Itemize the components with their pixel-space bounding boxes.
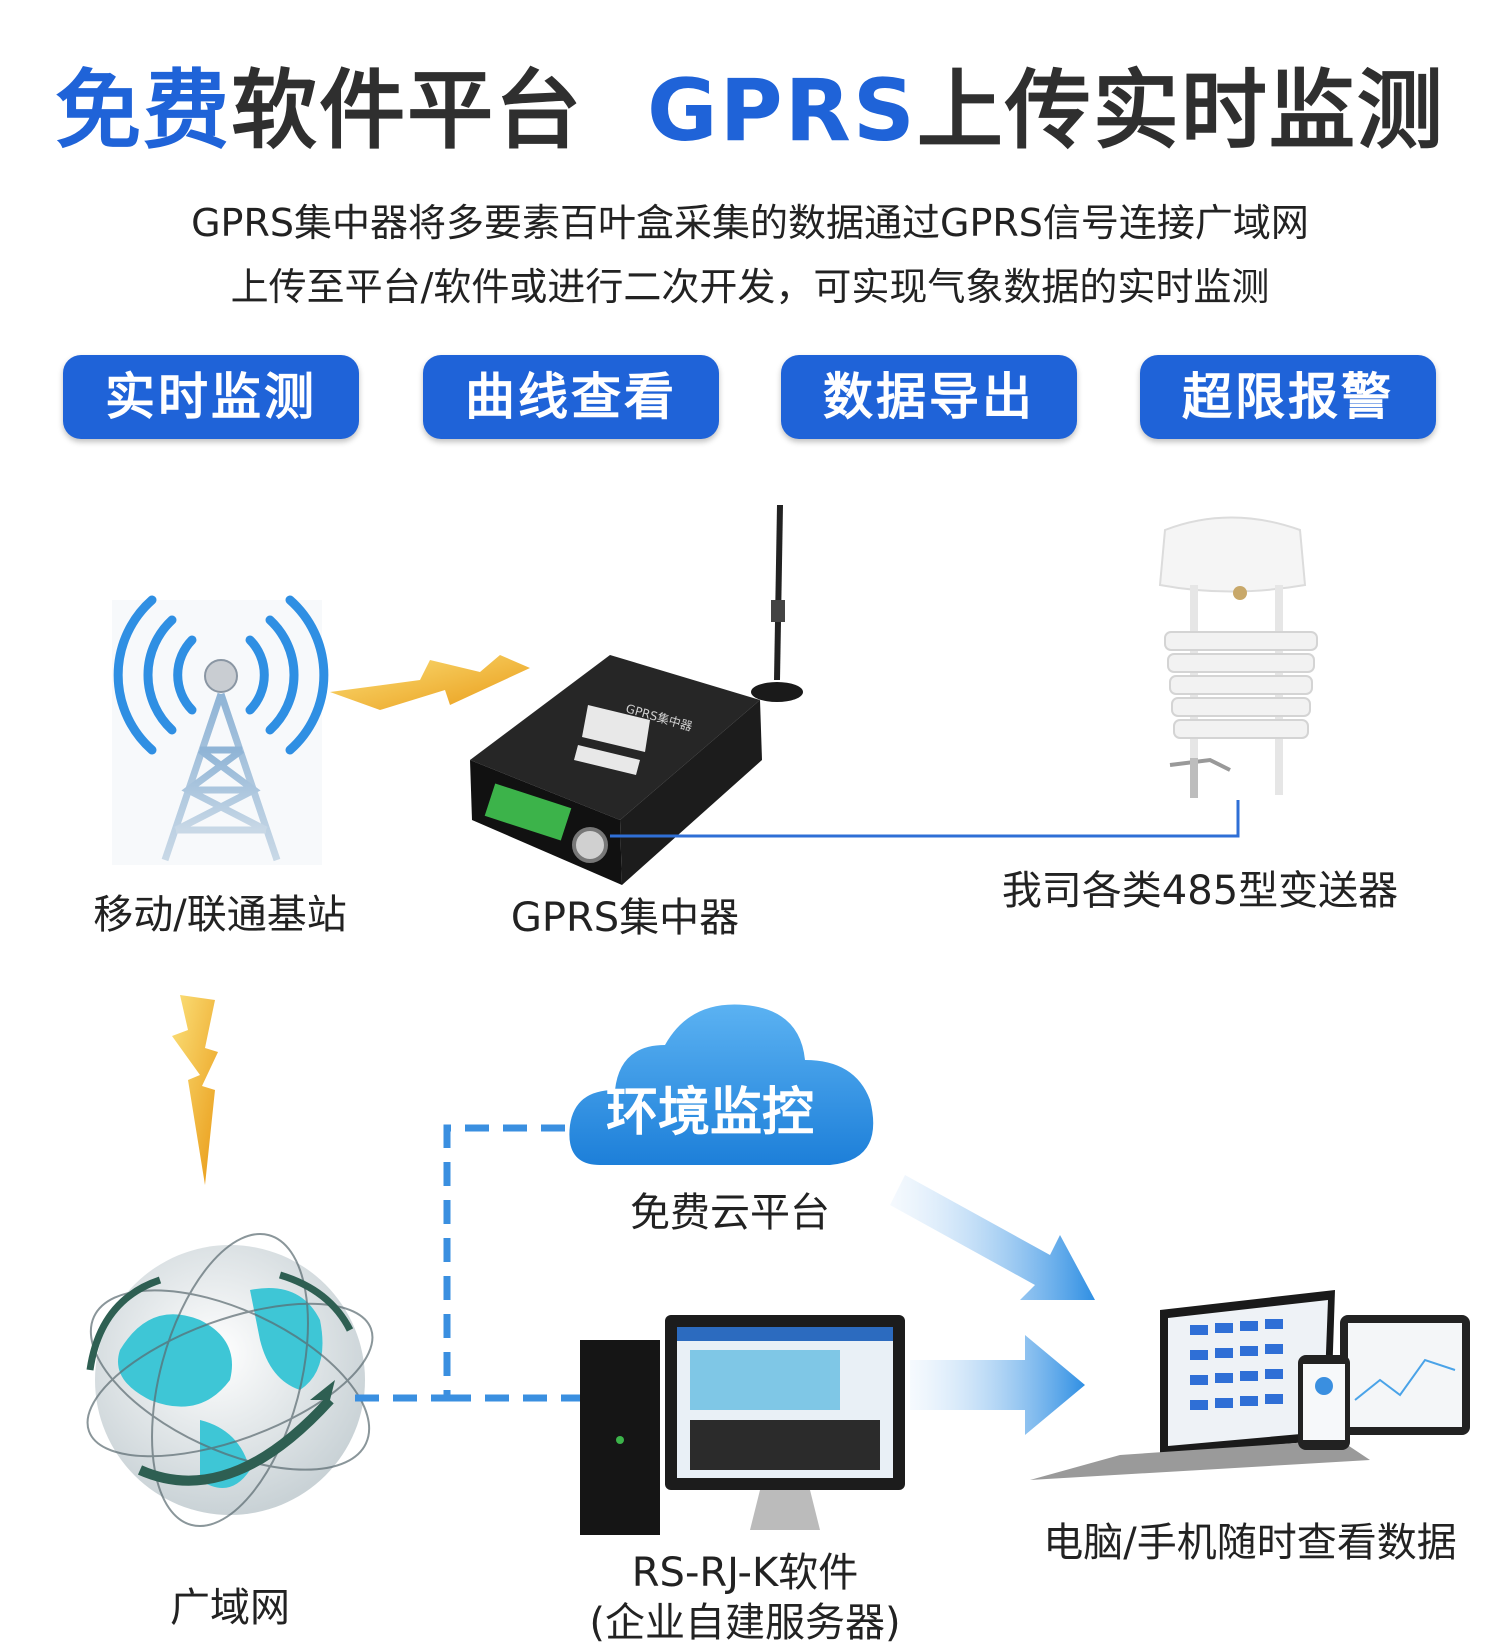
signal-tower-icon [112, 595, 329, 865]
feature-curve-view: 曲线查看 [423, 355, 719, 439]
arrow-icon-cloud [890, 1175, 1095, 1300]
desktop-computer-icon [580, 1315, 905, 1535]
caption-software-line-1: RS-RJ-K软件 [631, 1550, 859, 1596]
feature-realtime-monitoring: 实时监测 [63, 355, 359, 439]
arrow-icon-software [910, 1335, 1085, 1435]
caption-gprs-concentrator: GPRS集中器 [510, 895, 740, 941]
feature-data-export: 数据导出 [781, 355, 1077, 439]
title-part-free: 免费 [55, 61, 232, 161]
page-title: 免费软件平台 GPRS上传实时监测 [0, 40, 1500, 165]
description-line-1: GPRS集中器将多要素百叶盒采集的数据通过GPRS信号连接广域网 [191, 201, 1309, 245]
caption-devices: 电脑/手机随时查看数据 [1043, 1520, 1457, 1566]
description-line-2: 上传至平台/软件或进行二次开发，可实现气象数据的实时监测 [230, 265, 1270, 309]
caption-wan: 广域网 [170, 1585, 290, 1631]
gprs-concentrator-icon: GPRS集中器 [470, 504, 803, 885]
lightning-icon [330, 655, 530, 710]
caption-cloud-platform: 免费云平台 [630, 1190, 830, 1236]
caption-base-station: 移动/联通基站 [93, 892, 347, 938]
cloud-icon [569, 1004, 874, 1165]
cloud-title: 环境监控 [605, 1083, 814, 1143]
title-part-software: 软件平台 [231, 61, 584, 161]
laptop-tablet-phone-icon [1030, 1290, 1470, 1480]
lightning-icon-vertical [172, 995, 218, 1185]
caption-transmitter: 我司各类485型变送器 [1001, 868, 1399, 914]
rs485-connection-line [610, 800, 1240, 838]
title-part-gprs: GPRS [647, 61, 917, 161]
globe-icon [86, 1232, 374, 1528]
feature-over-limit-alarm: 超限报警 [1140, 355, 1436, 439]
title-part-upload: 上传实时监测 [916, 61, 1445, 161]
network-dashed-lines [355, 1124, 585, 1402]
weather-shelter-icon [1158, 516, 1318, 798]
caption-software-line-2: (企业自建服务器) [589, 1600, 901, 1646]
